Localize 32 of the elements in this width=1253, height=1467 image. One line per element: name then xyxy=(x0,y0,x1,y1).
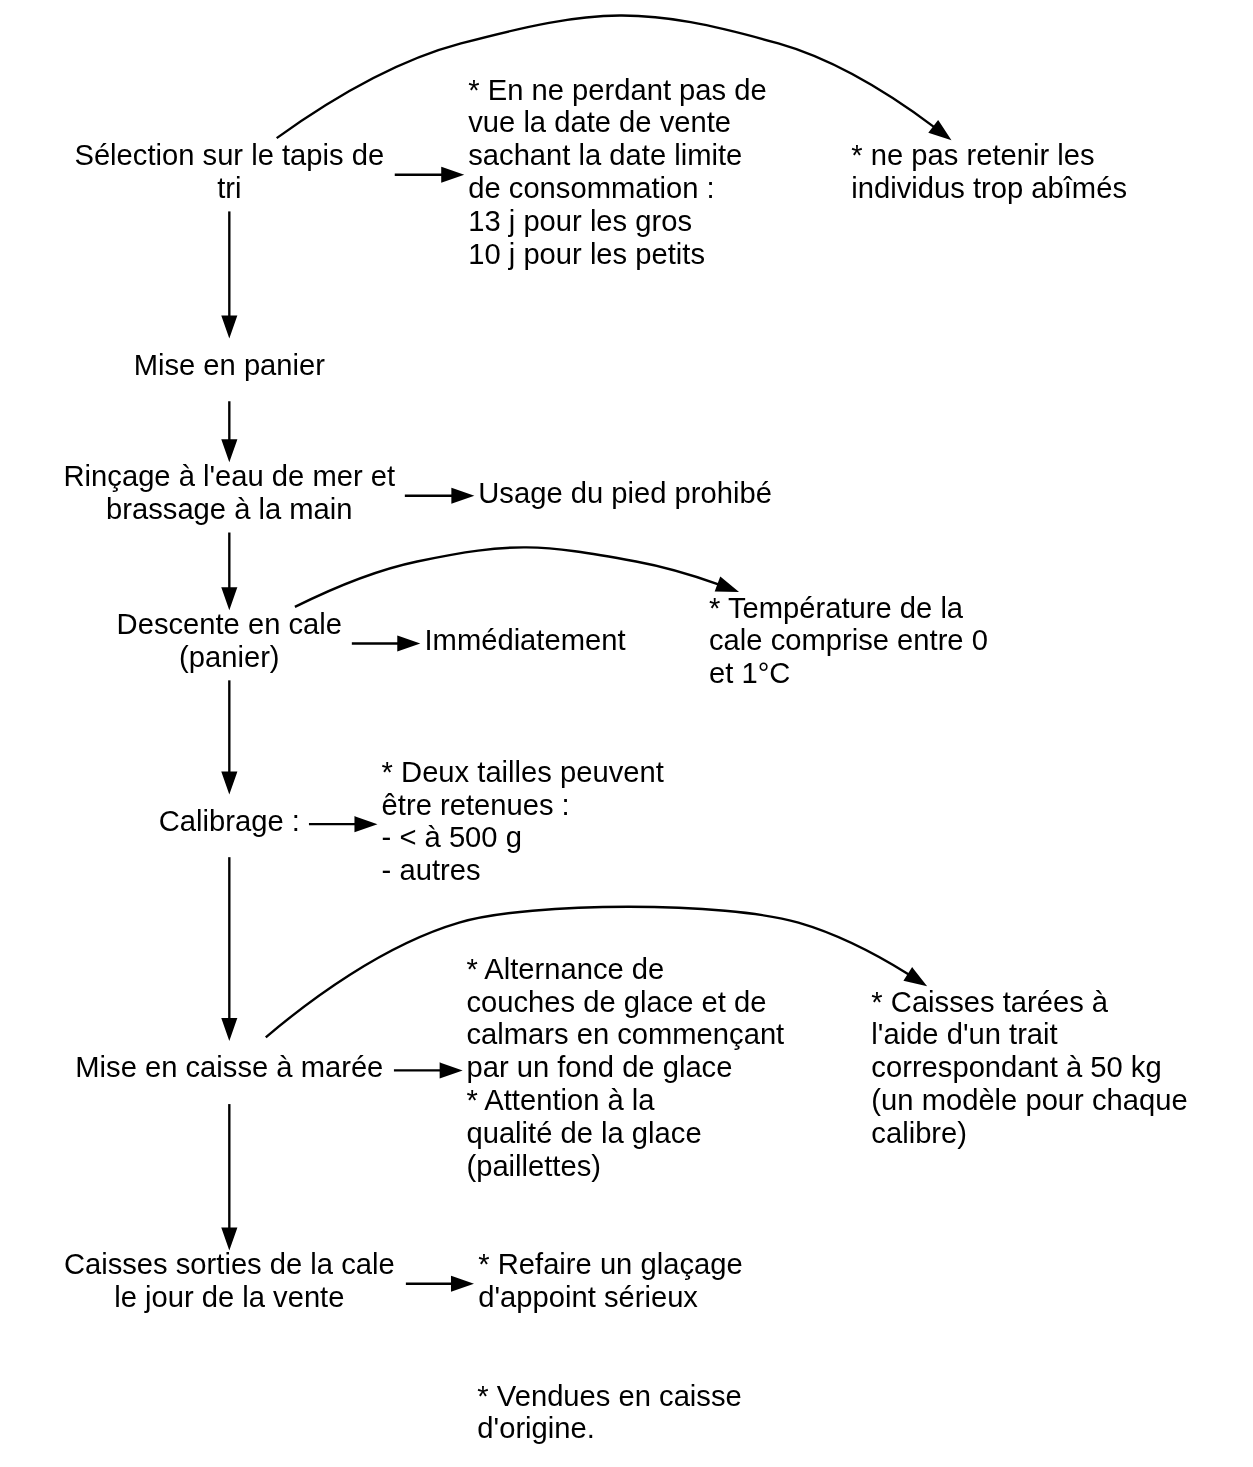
arrow xyxy=(221,1104,238,1251)
arrow xyxy=(394,166,465,183)
node-text: * Température de la cale comprise entre 0 et 1°C xyxy=(709,591,988,690)
node-text: Mise en caisse à marée xyxy=(75,1051,384,1084)
label: * Vendues en caisse d'origine. xyxy=(477,1379,742,1445)
node-text: Sélection sur le tapis de tri xyxy=(74,139,385,205)
node-text: Rinçage à l'eau de mer et brassage à la main xyxy=(63,460,396,526)
node-text: Descente en cale (panier) xyxy=(116,608,343,673)
arrow xyxy=(393,1062,463,1079)
arrow xyxy=(308,816,378,833)
node-text: Immédiatement xyxy=(424,624,626,657)
arrow xyxy=(265,905,928,1039)
arrow xyxy=(221,857,238,1042)
arrow xyxy=(405,1275,474,1292)
arrow xyxy=(276,14,952,141)
arrow xyxy=(221,401,238,463)
arrow xyxy=(221,532,238,611)
node-text: Caisses sorties de la cale le jour de la vente xyxy=(63,1248,395,1314)
arrow xyxy=(221,211,238,339)
node-text: * Caisses tarées à l'aide d'un trait correspondant à 50 kg (un modèle pour chaque calibre) xyxy=(871,985,1188,1149)
arrow xyxy=(351,635,421,652)
node-text: * ne pas retenir les individus trop abîmés xyxy=(851,139,1127,205)
node-text: * Deux tailles peuvent être retenues : - < à 500 g - autres xyxy=(381,755,664,887)
node-text: * Alternance de couches de glace et de calmars en commençant par un fond de glace * Attention à la qualité de la glace (paillettes) xyxy=(466,952,785,1182)
node-text: Usage du pied prohibé xyxy=(478,476,772,509)
node-text: Mise en panier xyxy=(133,349,325,382)
arrow xyxy=(294,546,740,608)
arrow xyxy=(221,680,238,795)
arrow xyxy=(404,487,475,504)
node-text: * Refaire un glaçage d'appoint sérieux xyxy=(478,1248,743,1314)
node-text: Calibrage : xyxy=(158,805,300,838)
node-text: * En ne perdant pas de vue la date de vente sachant la date limite de consommation : 13 j pour les gros 10 j pour les petits xyxy=(468,73,767,270)
